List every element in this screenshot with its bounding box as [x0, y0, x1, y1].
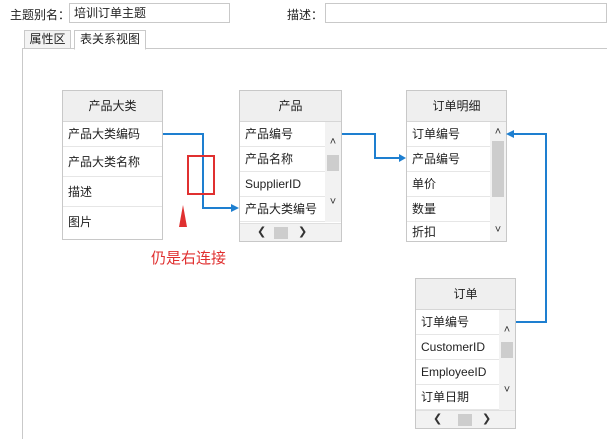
table-title: 订单	[416, 279, 515, 310]
arrowhead-icon	[506, 130, 514, 138]
field-row[interactable]: 产品大类名称	[63, 147, 162, 177]
table-product[interactable]: 产品 产品编号 产品名称 SupplierID 产品大类编号 ˄ ˅ ❮ ❯	[239, 90, 342, 242]
scroll-thumb[interactable]	[501, 342, 513, 358]
field-row[interactable]: 产品大类编码	[63, 122, 162, 147]
vertical-scrollbar[interactable]: ˄ ˅	[490, 122, 506, 241]
field-row[interactable]: 折扣	[412, 225, 437, 239]
tab-relation-view[interactable]: 表关系视图	[74, 30, 146, 50]
highlight-box	[187, 155, 215, 195]
chevron-right-icon[interactable]: ❯	[482, 413, 492, 425]
field-row[interactable]: EmployeeID	[416, 360, 500, 385]
relation-line-order-orderdetail	[513, 133, 547, 323]
field-row[interactable]: 描述	[63, 177, 162, 207]
chevron-left-icon[interactable]: ❮	[257, 226, 267, 238]
field-row[interactable]: 图片	[68, 215, 93, 229]
red-arrow-icon	[179, 205, 187, 227]
arrowhead-icon	[399, 154, 406, 162]
table-title: 产品大类	[63, 91, 162, 122]
chevron-up-icon[interactable]: ˄	[329, 136, 337, 148]
relation-line-category-product	[163, 133, 232, 209]
field-row[interactable]: 订单编号	[416, 310, 500, 335]
field-row[interactable]: 产品编号	[240, 122, 326, 147]
relation-line-product-orderdetail	[342, 133, 402, 159]
field-row[interactable]: 单价	[407, 172, 491, 197]
field-row[interactable]: 数量	[407, 197, 491, 222]
table-title: 订单明细	[407, 91, 506, 122]
chevron-up-icon[interactable]: ˄	[494, 126, 502, 138]
description-label: 描述：	[287, 8, 324, 22]
scroll-thumb[interactable]	[458, 414, 472, 426]
table-product-category[interactable]: 产品大类 产品大类编码 产品大类名称 描述 图片	[62, 90, 163, 240]
vertical-scrollbar[interactable]: ˄ ˅	[499, 310, 515, 410]
field-row[interactable]: 产品编号	[407, 147, 491, 172]
alias-input[interactable]: 培训订单主题	[69, 3, 230, 23]
vertical-scrollbar[interactable]: ˄ ˅	[325, 122, 341, 222]
relation-canvas[interactable]	[22, 49, 607, 439]
field-row[interactable]: CustomerID	[416, 335, 500, 360]
chevron-down-icon[interactable]: ˅	[329, 196, 337, 208]
field-row[interactable]: 订单编号	[407, 122, 491, 147]
alias-label: 主题别名：	[10, 8, 71, 22]
chevron-right-icon[interactable]: ❯	[298, 226, 308, 238]
table-order[interactable]: 订单 订单编号 CustomerID EmployeeID 订单日期 ˄ ˅ ❮…	[415, 278, 516, 429]
horizontal-scrollbar[interactable]: ❮ ❯	[240, 223, 341, 241]
scroll-thumb[interactable]	[327, 155, 339, 171]
chevron-down-icon[interactable]: ˅	[494, 224, 502, 236]
field-row[interactable]: 订单日期	[416, 385, 500, 410]
chevron-down-icon[interactable]: ˅	[503, 384, 511, 396]
chevron-left-icon[interactable]: ❮	[433, 413, 443, 425]
chevron-up-icon[interactable]: ˄	[503, 324, 511, 336]
table-title: 产品	[240, 91, 341, 122]
field-row[interactable]: 产品大类编号	[240, 197, 326, 222]
field-row[interactable]: 产品名称	[240, 147, 326, 172]
table-order-detail[interactable]: 订单明细 订单编号 产品编号 单价 数量 折扣 ˄ ˅	[406, 90, 507, 242]
annotation-note: 仍是右连接	[151, 250, 227, 267]
scroll-thumb[interactable]	[492, 141, 504, 197]
arrowhead-icon	[231, 204, 239, 212]
tab-bar-divider	[22, 48, 607, 49]
horizontal-scrollbar[interactable]: ❮ ❯	[416, 410, 515, 428]
field-row[interactable]: SupplierID	[240, 172, 326, 197]
tab-properties[interactable]: 属性区	[24, 30, 71, 49]
scroll-thumb[interactable]	[274, 227, 288, 239]
